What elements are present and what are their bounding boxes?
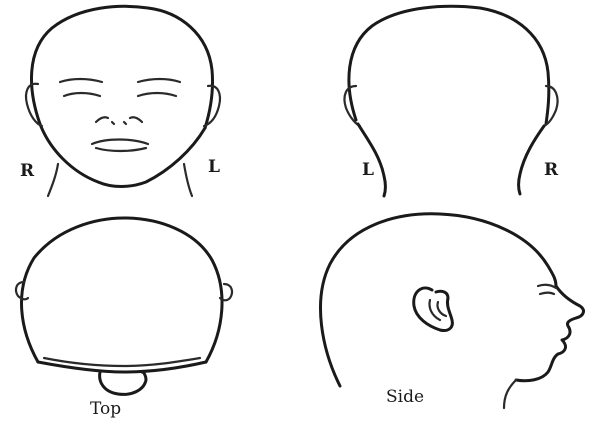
back-view-head — [344, 6, 557, 196]
side-view-head — [321, 214, 584, 408]
front-left-label: L — [208, 157, 220, 177]
side-view-label: Side — [386, 387, 424, 407]
top-view-head — [16, 218, 232, 394]
front-right-label: R — [20, 161, 35, 181]
back-right-label: R — [544, 160, 559, 180]
front-view-head — [26, 6, 220, 196]
top-view-label: Top — [90, 399, 121, 419]
back-left-label: L — [362, 160, 374, 180]
